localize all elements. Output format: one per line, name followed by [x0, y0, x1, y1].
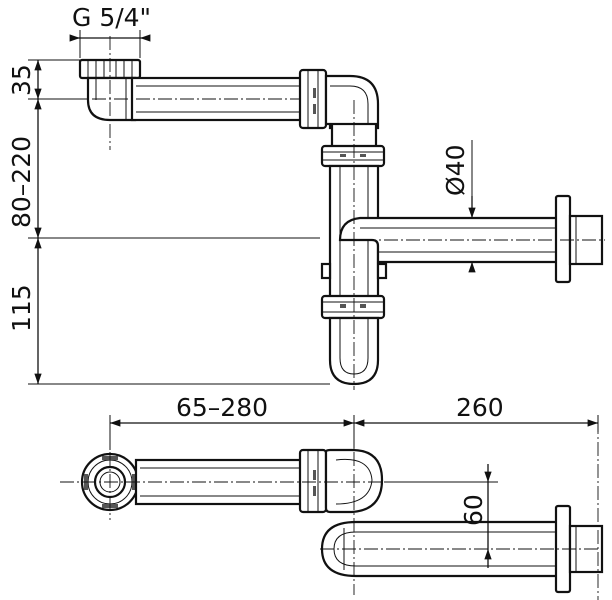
dimension-260: 260: [456, 393, 504, 422]
union-nut-upper: [320, 144, 386, 168]
dimension-80-220: 80–220: [7, 136, 36, 228]
diameter-40: Ø40: [441, 145, 470, 197]
union-nut-top: [298, 448, 328, 514]
dimension-115: 115: [7, 284, 36, 332]
inlet-elbow: [86, 76, 137, 122]
wall-flange: [554, 194, 604, 284]
side-view: [28, 30, 605, 390]
top-elbow: [324, 74, 380, 130]
top-view: [60, 415, 605, 600]
union-nut-horizontal: [298, 68, 328, 130]
dimension-60: 60: [459, 494, 488, 526]
union-nut-lower: [320, 294, 386, 320]
dimension-65-280: 65–280: [176, 393, 268, 422]
thread-size-label: G 5/4": [72, 3, 151, 32]
dimension-35: 35: [7, 64, 36, 96]
